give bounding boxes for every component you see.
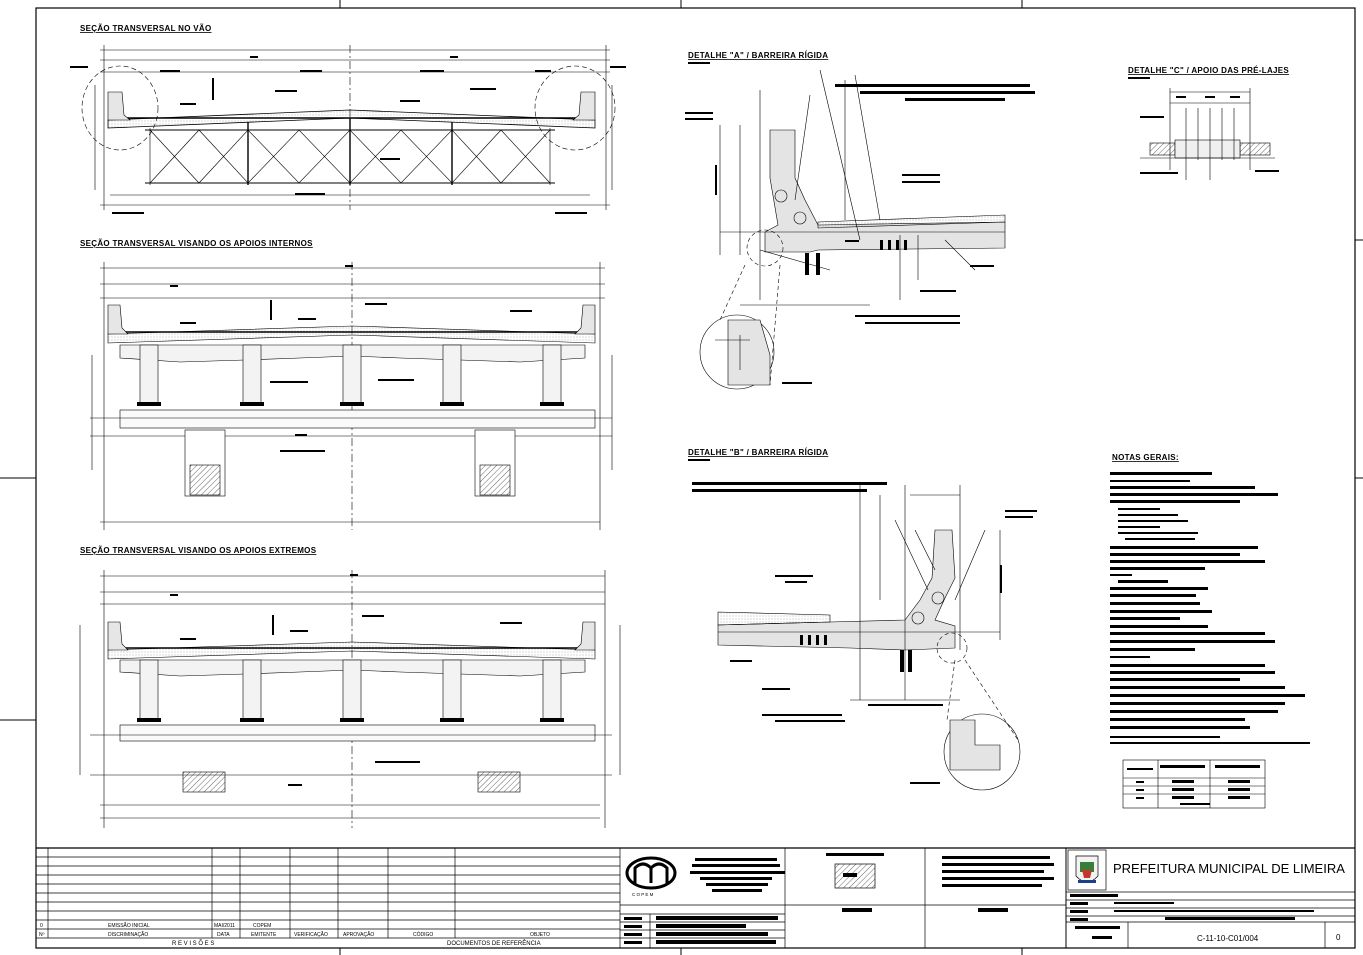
detail-a-title: DETALHE "A" / BARREIRA RÍGIDA <box>688 51 828 60</box>
section-extremos-title: SEÇÃO TRANSVERSAL VISANDO OS APOIOS EXTR… <box>80 546 317 555</box>
header-date: DATA <box>217 932 230 938</box>
detail-c-title: DETALHE "C" / APOIO DAS PRÉ-LAJES <box>1128 66 1289 75</box>
revision-description: EMISSÃO INICIAL <box>108 922 150 929</box>
section-internos-title: SEÇÃO TRANSVERSAL VISANDO OS APOIOS INTE… <box>80 239 313 248</box>
revision-no: 0 <box>40 923 43 929</box>
section-vao: SEÇÃO TRANSVERSAL NO VÃO <box>70 24 626 214</box>
header-verification: VERIFICAÇÃO <box>294 931 328 938</box>
header-approval: APROVAÇÃO <box>343 931 374 938</box>
revision-issuer: COPEM <box>253 923 271 929</box>
references-footer: DOCUMENTOS DE REFERÊNCIA <box>447 939 541 947</box>
section-extremos: SEÇÃO TRANSVERSAL VISANDO OS APOIOS EXTR… <box>79 546 621 828</box>
revision-date: MAI/2011 <box>214 923 235 929</box>
revision-table: 0 EMISSÃO INICIAL MAI/2011 COPEM Nº DISC… <box>39 922 550 947</box>
detail-c: DETALHE "C" / APOIO DAS PRÉ-LAJES <box>1128 66 1289 180</box>
municipality-crest <box>1075 855 1099 883</box>
section-vao-title: SEÇÃO TRANSVERSAL NO VÃO <box>80 24 212 33</box>
revisions-footer: R E V I S Õ E S <box>172 940 214 947</box>
drawing-code: C-11-10-C01/004 <box>1197 934 1259 943</box>
title-block <box>36 847 1355 948</box>
header-description: DISCRIMINAÇÃO <box>108 931 148 938</box>
header-code: CÓDIGO <box>413 931 433 938</box>
detail-a: DETALHE "A" / BARREIRA RÍGIDA <box>685 51 1035 390</box>
section-internos: SEÇÃO TRANSVERSAL VISANDO OS APOIOS INTE… <box>80 239 613 530</box>
header-object: OBJETO <box>530 932 550 938</box>
revision-number: 0 <box>1336 933 1341 942</box>
copem-logo-text: C O P E M <box>632 892 654 897</box>
client-name: PREFEITURA MUNICIPAL DE LIMEIRA <box>1113 861 1345 876</box>
detail-b-title: DETALHE "B" / BARREIRA RÍGIDA <box>688 448 828 457</box>
header-issuer: EMITENTE <box>251 932 277 938</box>
general-notes: NOTAS GERAIS: <box>1110 453 1310 809</box>
title-block-redactions <box>624 853 1314 944</box>
header-no: Nº <box>39 932 45 938</box>
notes-title: NOTAS GERAIS: <box>1112 453 1179 462</box>
copem-logo: C O P E M <box>625 856 677 897</box>
detail-b: DETALHE "B" / BARREIRA RÍGIDA <box>688 448 1037 791</box>
